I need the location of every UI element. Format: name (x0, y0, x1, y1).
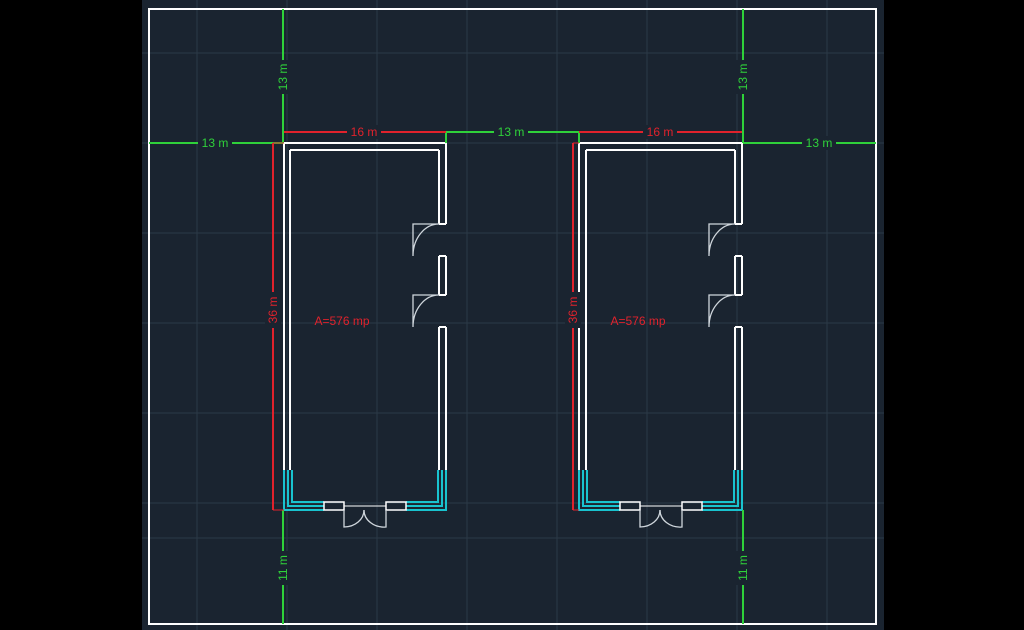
building-2-width-label: 16 m (647, 125, 674, 139)
top-right-setback-label: 13 m (736, 64, 750, 91)
plot-boundary (148, 8, 877, 625)
right-setback-label: 13 m (806, 136, 833, 150)
building-1-length-label: 36 m (266, 297, 280, 324)
building-2-area-label: A=576 mp (610, 314, 665, 328)
building-1-area-label: A=576 mp (314, 314, 369, 328)
building-1 (283, 142, 447, 528)
bottom-right-setback-label: 11 m (736, 555, 750, 581)
building-1-width-label: 16 m (351, 125, 378, 139)
left-setback-label: 13 m (202, 136, 229, 150)
top-left-setback-label: 13 m (276, 64, 290, 91)
site-plan-drawing: 13 m 13 m 13 m 13 m 13 m 11 m 11 m 16 m (142, 0, 884, 630)
between-buildings-label: 13 m (498, 125, 525, 139)
building-2-length-label: 36 m (566, 297, 580, 324)
background-grid (142, 0, 884, 630)
cad-viewport[interactable]: 13 m 13 m 13 m 13 m 13 m 11 m 11 m 16 m (142, 0, 884, 630)
setback-dimensions: 13 m 13 m 13 m 13 m 13 m 11 m 11 m (149, 9, 876, 624)
bottom-left-setback-label: 11 m (276, 555, 290, 581)
building-2 (578, 142, 743, 528)
building-dimensions: 16 m 36 m A=576 mp 16 m 36 m A=576 mp (265, 125, 742, 511)
